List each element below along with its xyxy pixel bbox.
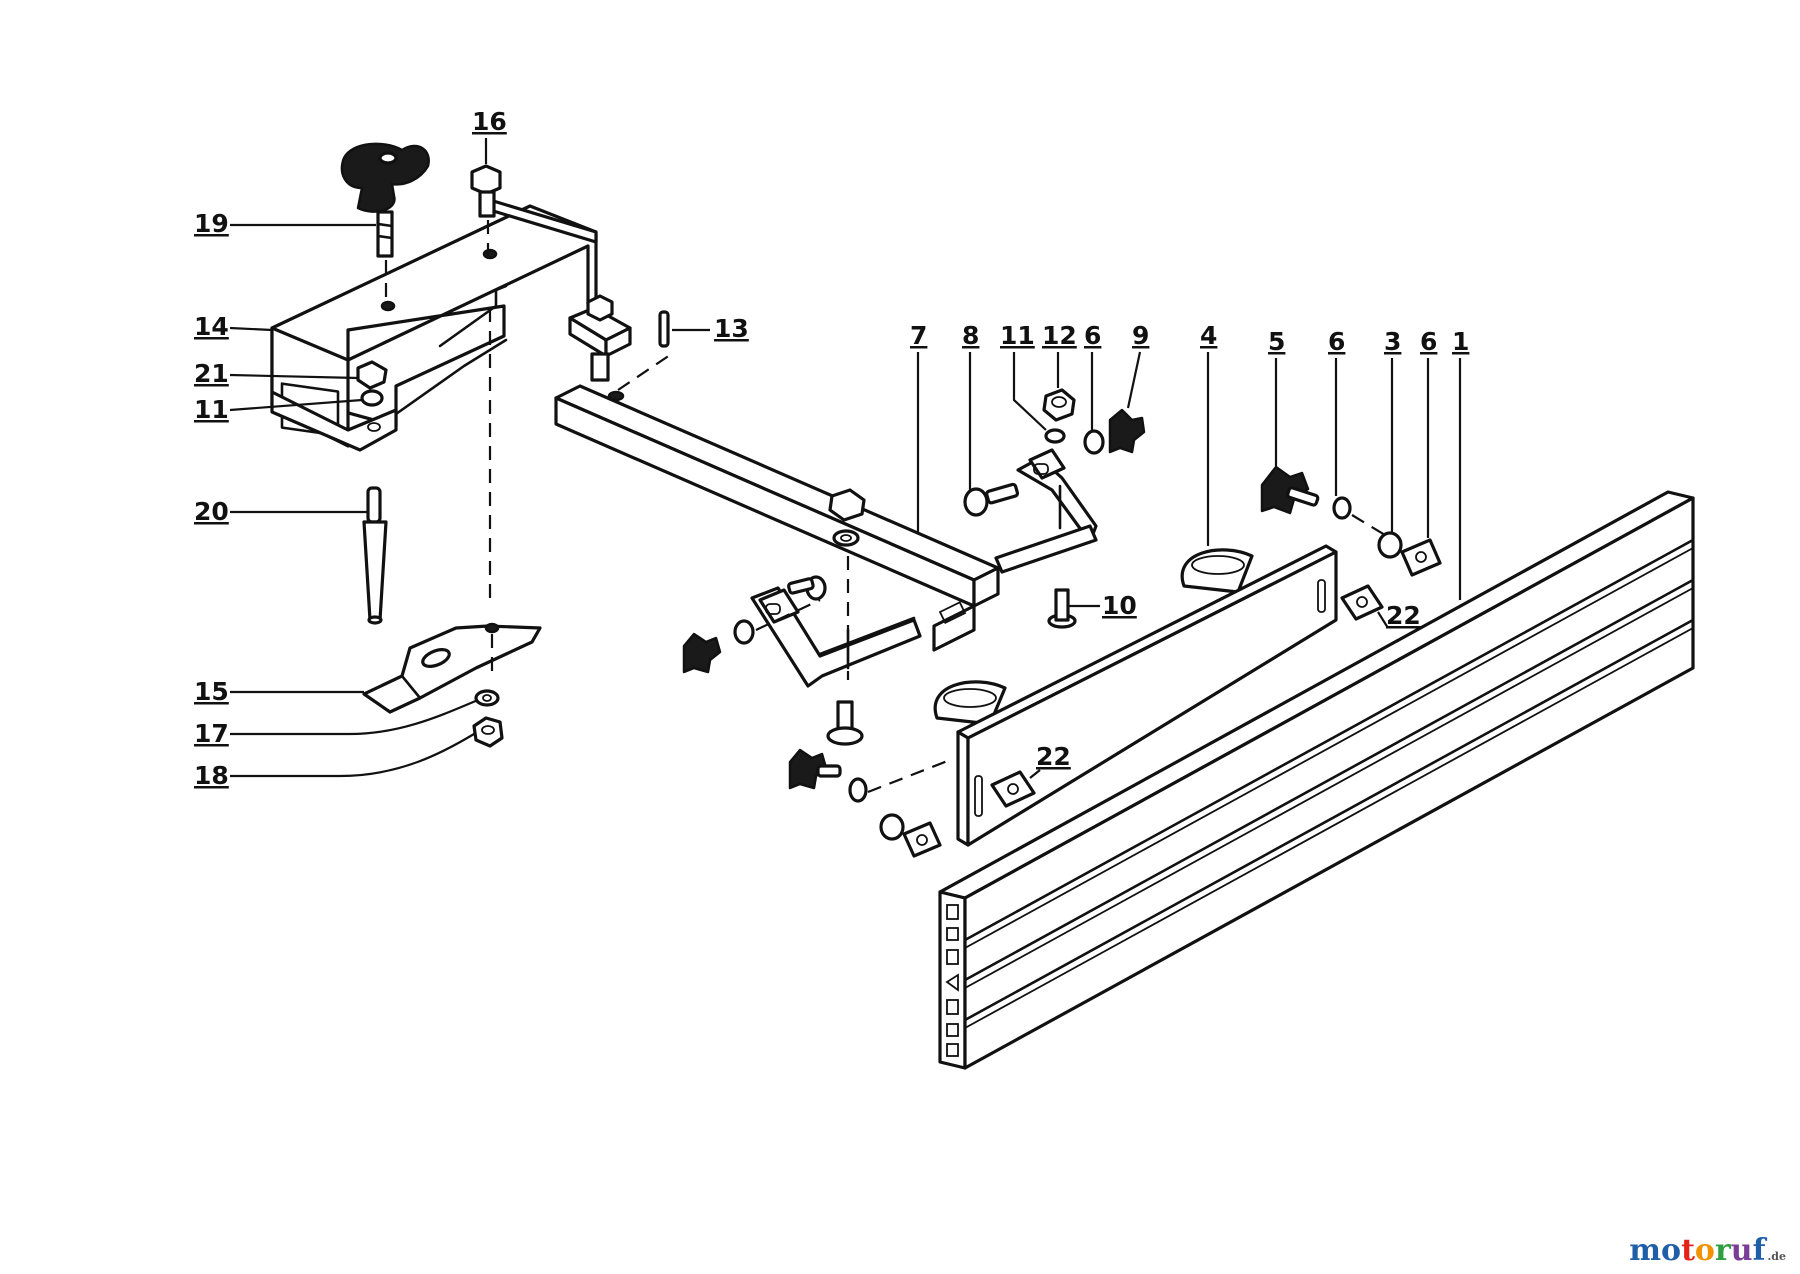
callout-label: 14 [194,312,229,341]
callout-19: 19 [194,209,376,238]
callout-label: 18 [194,761,229,790]
callout-label: 6 [1084,321,1101,350]
callout-4: 4 [1200,321,1217,546]
callout-label: 3 [1384,327,1401,356]
callout-label: 7 [910,321,927,350]
callout-12: 12 [1042,321,1077,388]
nut-part-12 [1042,388,1146,455]
callout-22-upper: 22 [1377,601,1421,630]
callout-7: 7 [910,321,927,532]
callout-6-b: 6 [1328,327,1345,496]
callout-22-lower: 22 [1029,742,1071,779]
callout-label: 6 [1420,327,1437,356]
callout-label: 10 [1102,591,1137,620]
callout-20: 20 [194,497,368,526]
callout-label: 1 [1452,327,1469,356]
callout-16: 16 [472,107,507,164]
callout-label: 11 [1000,321,1035,350]
watermark-letters: motoruf [1629,1233,1765,1268]
callout-10: 10 [1068,591,1137,620]
clamp-plate-part-15 [362,622,542,714]
callout-5: 5 [1268,327,1285,466]
pivot-block [568,294,632,382]
tapered-pin-part-20 [362,486,388,625]
callout-label: 5 [1268,327,1285,356]
callout-11-right: 11 [1000,321,1047,431]
callout-label: 4 [1200,321,1217,350]
callout-label: 6 [1328,327,1345,356]
watermark-letter: o [1661,1233,1682,1268]
callout-13: 13 [672,314,749,343]
watermark-suffix: .de [1767,1250,1786,1263]
t-nut-part-22-upper [1340,584,1384,621]
callout-21: 21 [194,359,359,388]
screw-lower [826,700,864,746]
slide-nut-part-3 [1377,531,1442,577]
square-bracket-part-14 [270,198,598,600]
callout-15: 15 [194,677,364,706]
bracket-right [994,448,1098,574]
watermark-letter: m [1629,1233,1662,1268]
callout-18: 18 [194,733,475,790]
cross-arm-part-7 [554,354,1000,652]
callout-label: 8 [962,321,979,350]
callout-label: 12 [1042,321,1077,350]
nut-part-18 [472,716,504,748]
callout-14: 14 [194,312,273,341]
callout-label: 17 [194,719,229,748]
screw-part-10 [1047,588,1077,629]
t-nut-part-22-lower [990,770,1036,808]
carriage-bolt-part-8 [963,482,1020,517]
watermark-letter: t [1681,1233,1695,1268]
watermark-logo: motoruf.de [1629,1233,1786,1268]
bolt-on-bracket [787,575,827,601]
knob-lower [788,748,951,803]
watermark-letter: u [1730,1233,1753,1268]
callout-label: 19 [194,209,229,238]
nut-and-washer-centre [828,488,866,680]
knob-left [682,599,821,674]
bracket-left [750,586,922,688]
watermark-letter: o [1694,1233,1715,1268]
callout-label: 22 [1386,601,1421,630]
callout-6-c: 6 [1420,327,1437,538]
fence-plate-part-4 [933,544,1338,847]
callout-17: 17 [194,698,479,748]
callout-8: 8 [962,321,979,490]
watermark-letter: r [1714,1233,1731,1268]
callout-label: 11 [194,395,229,424]
nut-part-21 [356,360,388,407]
callout-label: 9 [1132,321,1149,350]
callout-label: 21 [194,359,229,388]
washer-part-17 [474,689,500,707]
knob-screw-part-5 [1260,465,1386,536]
slide-nut-lower [879,813,942,858]
watermark-letter: f [1752,1233,1766,1268]
callout-3: 3 [1384,327,1401,532]
callout-label: 22 [1036,742,1071,771]
star-knob-part-19 [340,142,430,300]
callout-1: 1 [1452,327,1469,600]
callout-label: 13 [714,314,749,343]
callout-6-a: 6 [1084,321,1101,430]
hex-bolt-part-16 [470,164,502,256]
callout-label: 15 [194,677,229,706]
callout-11-left: 11 [194,395,363,424]
callout-9: 9 [1126,321,1149,409]
callout-label: 16 [472,107,507,136]
fence-rail-part-1 [938,490,1695,1070]
callout-label: 20 [194,497,229,526]
pin-part-13 [658,310,670,348]
